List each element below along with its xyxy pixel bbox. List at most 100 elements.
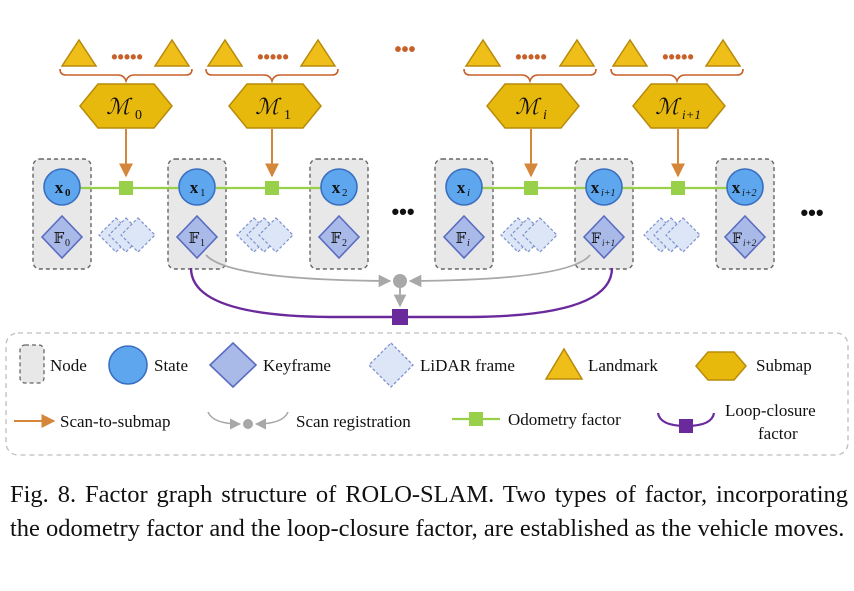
landmark-dots: ••••• — [515, 47, 547, 67]
keyframe-icon — [175, 214, 219, 260]
submap-icon — [632, 83, 726, 129]
landmark-group-i: ••••• — [463, 38, 597, 84]
scan-registration-legend-node — [243, 419, 253, 429]
lidar-frame-icon — [120, 217, 156, 253]
state-subscript: 1 — [200, 187, 206, 199]
submap-symbol: ℳ — [515, 95, 542, 120]
loop-closure-legend-node — [679, 419, 693, 433]
loop-closure-factor-node — [392, 309, 408, 325]
lidar-frames-1-2 — [236, 217, 294, 253]
keyframe-i-plus-1: 𝔽 i+1 — [582, 214, 626, 260]
state-symbol: x — [591, 178, 600, 197]
state-subscript: 2 — [342, 187, 348, 199]
state-symbol: x — [457, 178, 466, 197]
scan-registration-curve-left — [205, 254, 392, 288]
submap-0: ℳ 0 — [79, 83, 173, 129]
state-symbol: x — [190, 178, 199, 197]
keyframe-0: 𝔽 0 — [40, 214, 84, 260]
legend-state-label: State — [154, 356, 188, 375]
landmark-brace — [463, 68, 597, 84]
landmark-brace — [205, 68, 339, 84]
keyframe-icon — [317, 214, 361, 260]
landmark-icon — [206, 38, 244, 67]
loop-closure — [189, 267, 614, 325]
submap-subscript: i+1 — [682, 107, 701, 122]
right-ellipsis: ••• — [800, 200, 823, 225]
lidar-frames-i-i-plus-1 — [500, 217, 558, 253]
landmark-icon — [464, 38, 502, 67]
state-subscript: i — [467, 187, 470, 199]
figure-caption: Fig. 8. Factor graph structure of ROLO-S… — [10, 481, 848, 542]
legend-frame — [5, 332, 849, 456]
scan-to-submap-arrows — [119, 129, 685, 178]
lidar-frame-icon — [522, 217, 558, 253]
landmark-legend-icon — [544, 347, 584, 380]
odometry-factors — [80, 181, 730, 195]
keyframe-symbol: 𝔽 — [732, 231, 742, 247]
keyframe-symbol: 𝔽 — [331, 229, 342, 247]
state-symbol: x — [332, 178, 341, 197]
landmark-icon — [558, 38, 596, 67]
keyframe-legend-icon — [208, 341, 258, 389]
factor-graph-diagram: ••••• ••••• ••• ••••• ••••• ℳ 0 ℳ 1 ℳ i — [5, 38, 849, 456]
keyframe-symbol: 𝔽 — [54, 229, 65, 247]
scan-registration — [205, 254, 591, 308]
landmark-group-i-plus-1: ••••• — [610, 38, 744, 84]
keyframe-symbol: 𝔽 — [591, 231, 601, 247]
lidar-frames-i-plus-1-i-plus-2 — [643, 217, 701, 253]
node-legend-icon — [19, 344, 45, 384]
state-symbol: x — [55, 178, 64, 197]
landmark-icon — [299, 38, 337, 67]
legend: Node State Keyframe LiDAR frame Landmark… — [5, 332, 849, 456]
state-icon — [585, 168, 623, 206]
lidar-frame-legend-icon — [368, 342, 414, 388]
state-1: x 1 — [178, 168, 216, 206]
submap-i: ℳ i — [486, 83, 580, 129]
keyframe-icon — [442, 214, 486, 260]
keyframe-symbol: 𝔽 — [189, 229, 200, 247]
state-subscript: 0 — [65, 187, 71, 199]
legend-submap-label: Submap — [756, 356, 812, 375]
scan-registration-legend-icon — [207, 411, 242, 430]
state-icon — [320, 168, 358, 206]
lidar-frame-icon — [258, 217, 294, 253]
legend-scan-registration-label: Scan registration — [296, 412, 411, 431]
landmark-brace — [59, 68, 193, 84]
legend-loop-closure-label-line1: Loop-closure — [725, 401, 816, 420]
state-legend-icon — [108, 345, 148, 385]
landmark-dots: ••••• — [662, 47, 694, 67]
legend-landmark-label: Landmark — [588, 356, 658, 375]
legend-loop-closure-label-line2: factor — [758, 424, 798, 443]
landmark-icon — [153, 38, 191, 67]
submap-legend-icon — [695, 351, 747, 381]
state-symbol: x — [732, 178, 741, 197]
odometry-factor-node — [119, 181, 133, 195]
lidar-frames-0-1 — [98, 217, 156, 253]
lidar-frame-icon — [665, 217, 701, 253]
keyframe-symbol: 𝔽 — [456, 229, 467, 247]
submap-i-plus-1: ℳ i+1 — [632, 83, 726, 129]
submap-icon — [486, 83, 580, 129]
submap-icon — [228, 83, 322, 129]
state-icon — [726, 168, 764, 206]
keyframe-icon — [582, 214, 626, 260]
scan-registration-legend-icon — [254, 411, 289, 430]
odometry-legend-node — [469, 412, 483, 426]
scan-registration-node — [393, 274, 407, 288]
legend-lidar-frame-label: LiDAR frame — [420, 356, 515, 375]
state-i: x i — [445, 168, 483, 206]
submap-1: ℳ 1 — [228, 83, 322, 129]
state-i-plus-2: x i+2 — [726, 168, 764, 206]
state-icon — [43, 168, 81, 206]
keyframe-subscript: 0 — [65, 238, 70, 249]
keyframe-i-plus-2: 𝔽 i+2 — [723, 214, 767, 260]
landmark-brace — [610, 68, 744, 84]
landmark-icon — [611, 38, 649, 67]
odometry-factor-node — [524, 181, 538, 195]
submap-symbol: ℳ — [255, 95, 282, 120]
landmark-group-1: ••••• — [205, 38, 339, 84]
state-subscript: i+1 — [601, 188, 616, 199]
landmark-icon — [60, 38, 98, 67]
state-icon — [445, 168, 483, 206]
keyframe-subscript: i+1 — [602, 238, 615, 248]
